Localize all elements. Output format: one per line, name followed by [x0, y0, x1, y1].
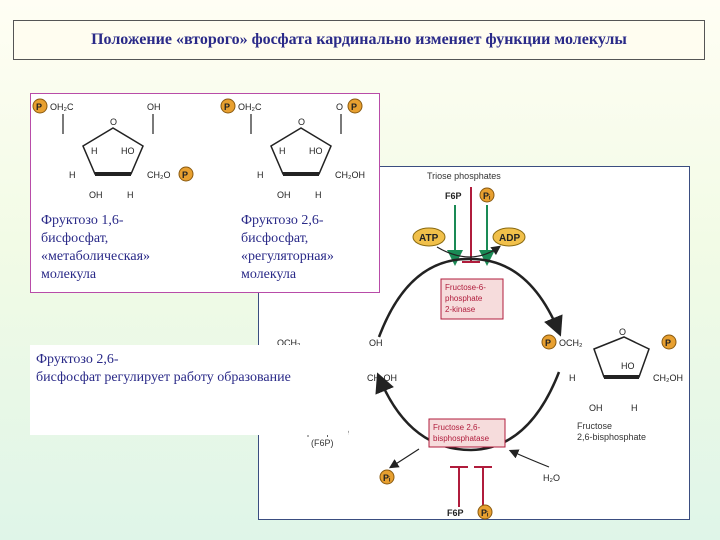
note-box: Фруктозо 2,6- бисфосфат регулирует работ… [30, 345, 348, 435]
h-label: H [279, 146, 286, 156]
phosphate-icon [32, 98, 48, 114]
oh-label: OH [89, 190, 103, 200]
h-label: H [315, 190, 322, 200]
pi-bottom-icon [477, 504, 493, 520]
f26bp-label-1: Fructose [577, 421, 612, 431]
ch2oh-right-label: CH₂OH [653, 373, 683, 383]
phosphate-label: P [36, 102, 42, 112]
pathway-svg: Triose phosphates F6P Pᵢ ATP ADP Fructos… [277, 171, 683, 520]
ho-label: HO [121, 146, 135, 156]
note-text: Фруктозо 2,6- бисфосфат регулирует работ… [36, 351, 348, 387]
phosphate-icon [347, 98, 363, 114]
h2o-arrow [508, 449, 550, 468]
phosphate-label: P [182, 170, 188, 180]
o-label: O [336, 102, 343, 112]
bisphosphatase-line-1: Fructose 2,6- [433, 423, 480, 432]
phosphate-icon [178, 166, 194, 182]
bisphosphatase-arc-arrow [375, 371, 561, 452]
h-label: H [257, 170, 264, 180]
pi-top-icon [479, 187, 495, 203]
bisphosphatase-line-2: bisphosphatase [433, 434, 490, 443]
oh-label: OH [277, 190, 291, 200]
phosphate-label: P [665, 338, 671, 348]
h-label: H [127, 190, 134, 200]
ring-oxygen-label: O [298, 117, 305, 127]
furanose-ring-right [270, 127, 332, 175]
kinase-line-3: 2-kinase [445, 305, 476, 314]
kinase-line-2: phosphate [445, 294, 483, 303]
h-label: H [631, 403, 638, 413]
pi-bottom-left-label: Pᵢ [383, 473, 391, 483]
furanose-ring-left [82, 127, 144, 175]
f6p-label-2: (F6P) [311, 438, 334, 448]
h-label: H [569, 373, 576, 383]
phosphate-label: P [224, 102, 230, 112]
ho-label: HO [621, 361, 635, 371]
pi-top-label: Pᵢ [483, 191, 491, 201]
oh-label: OH [589, 403, 603, 413]
phosphate-icon [541, 334, 557, 350]
phosphate-label: P [545, 338, 551, 348]
ch2oh-left-label: CH₂OH [367, 373, 397, 383]
atp-to-adp-arrow [436, 245, 501, 258]
kinase-line-1: Fructose-6- [445, 283, 486, 292]
triose-phosphates-label: Triose phosphates [427, 171, 501, 181]
h-label: H [69, 170, 76, 180]
f6p-bottom-label: F6P [447, 508, 464, 518]
pi-release-arrow [388, 448, 420, 469]
atp-icon [412, 227, 446, 247]
ho-label: HO [309, 146, 323, 156]
och2c-label: OH₂C [238, 102, 262, 112]
och2-right-label: OCH₂ [559, 338, 583, 348]
bisphosphatase-enzyme-box [428, 418, 506, 448]
oh-label: OH [369, 338, 383, 348]
adp-label: ADP [499, 233, 520, 244]
fructose-26-caption: Фруктозо 2,6- бисфосфат, «регуляторная» … [241, 212, 376, 284]
fructose-structures-panel: P OH₂C OH O H HO H CH₂O P OH H P OH₂C O … [30, 93, 380, 293]
och2-left-label: OCH₂ [277, 338, 301, 348]
f6p-top-label: F6P [445, 191, 462, 201]
structures-svg: P OH₂C OH O H HO H CH₂O P OH H P OH₂C O … [32, 98, 365, 200]
phosphate-label: P [351, 102, 357, 112]
pi-bottom-label: Pᵢ [481, 508, 489, 518]
ring-oxygen-label: O [110, 117, 117, 127]
furanose-ring-right [593, 336, 650, 378]
kinase-enzyme-box [440, 278, 504, 320]
regulation-pathway-diagram: Triose phosphates F6P Pᵢ ATP ADP Fructos… [258, 166, 690, 520]
adp-icon [492, 227, 526, 247]
och2c-label: OH₂C [50, 102, 74, 112]
h-label: H [91, 146, 98, 156]
ch2oh-label: CH₂OH [335, 170, 365, 180]
kinase-arc-arrow [377, 257, 563, 338]
phosphate-icon [220, 98, 236, 114]
f26bp-label-2: 2,6-bisphosphate [577, 432, 646, 442]
ring-oxygen-label: O [619, 327, 626, 337]
ch2o-label: CH₂O [147, 170, 171, 180]
slide-title-text: Положение «второго» фосфата кардинально … [91, 31, 627, 48]
atp-label: ATP [419, 233, 439, 244]
phosphate-icon [661, 334, 677, 350]
slide-title: Положение «второго» фосфата кардинально … [13, 20, 705, 60]
h2o-label: H₂O [543, 473, 560, 483]
pi-bottom-left-icon [379, 469, 395, 485]
fructose-16-caption: Фруктозо 1,6- бисфосфат, «метаболическая… [41, 212, 191, 284]
oh-label: OH [147, 102, 161, 112]
